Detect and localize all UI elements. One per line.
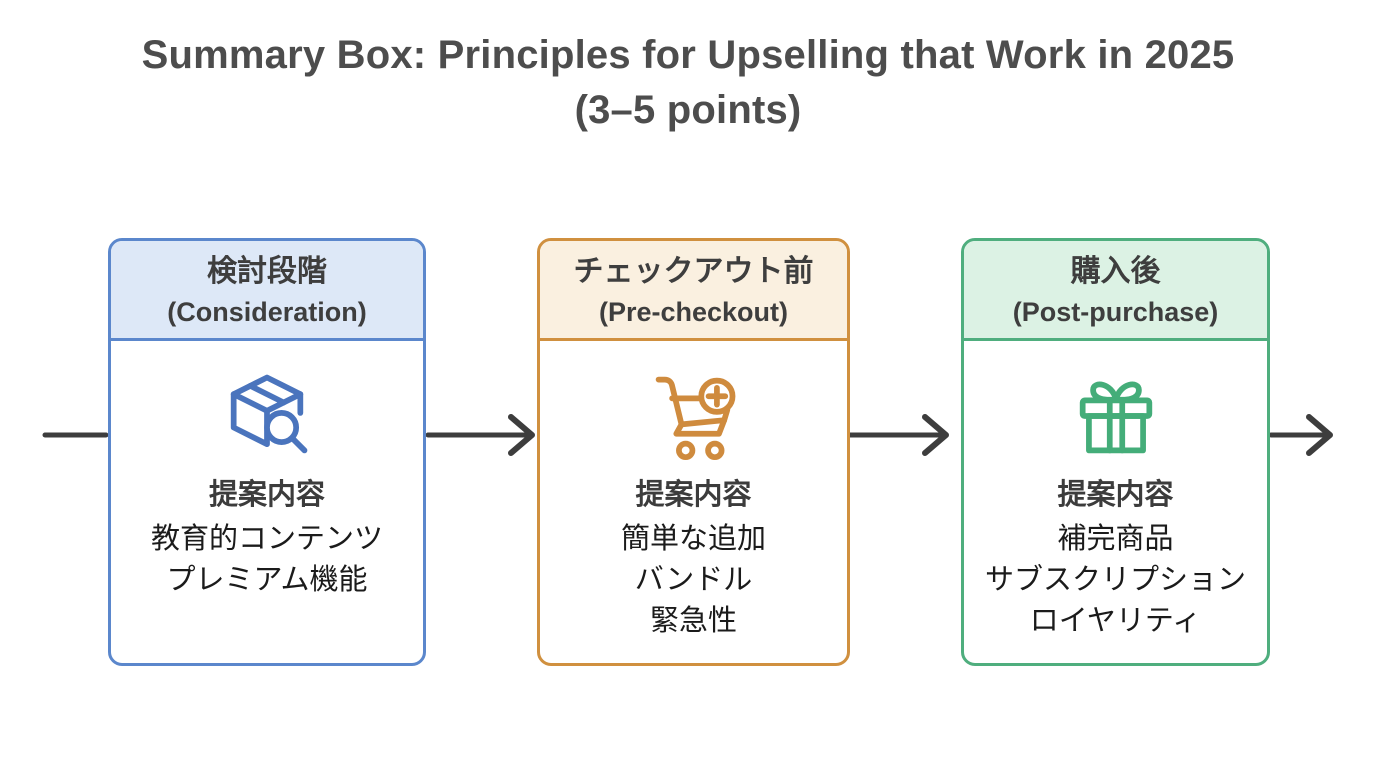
stage-title-en: (Consideration): [167, 296, 367, 327]
stage-title-jp: チェックアウト前: [573, 254, 814, 288]
stage-label: 提案内容: [1057, 479, 1174, 511]
stage-title-en: (Post-purchase): [1012, 296, 1219, 327]
stage-body-postpurchase: 提案内容 補完商品 サブスクリプション ロイヤリティ: [964, 341, 1267, 642]
cart-plus-icon: [655, 376, 735, 461]
stage-header-consideration: 検討段階 (Consideration): [111, 241, 423, 341]
stage-item: プレミアム機能: [166, 564, 368, 596]
stage-label: 提案内容: [208, 479, 325, 511]
stage-item: 補完商品: [1057, 523, 1174, 555]
stage-card-postpurchase: 購入後 (Post-purchase) 提案内容 補完商品 サブスクリプション …: [961, 238, 1270, 666]
stage-body-precheckout: 提案内容 簡単な追加 バンドル 緊急性: [540, 341, 847, 642]
stage-item: 緊急性: [649, 605, 737, 637]
arrow-out-of-postpurchase: [1268, 414, 1333, 456]
page-title-line2: (3–5 points): [574, 88, 802, 132]
stage-body-consideration: 提案内容 教育的コンテンツ プレミアム機能: [111, 341, 423, 601]
stage-label: 提案内容: [635, 479, 752, 511]
arrow-precheckout-to-postpurchase: [845, 414, 949, 456]
stage-card-consideration: 検討段階 (Consideration) 提案内容 教育的コンテンツ プレミアム…: [108, 238, 426, 666]
stage-item: バンドル: [634, 564, 753, 596]
page-title: Summary Box: Principles for Upselling th…: [0, 28, 1376, 138]
stage-title-jp: 購入後: [1070, 254, 1161, 288]
package-search-icon: [230, 374, 308, 454]
stage-items: 教育的コンテンツ プレミアム機能: [151, 519, 383, 601]
gift-icon: [1079, 381, 1152, 454]
stage-item: ロイヤリティ: [1029, 605, 1202, 637]
stage-title-en: (Pre-checkout): [598, 296, 789, 327]
stage-item: 簡単な追加: [620, 523, 766, 555]
stage-items: 補完商品 サブスクリプション ロイヤリティ: [985, 519, 1246, 642]
stage-item: サブスクリプション: [984, 564, 1246, 596]
stage-header-postpurchase: 購入後 (Post-purchase): [964, 241, 1267, 341]
stage-card-precheckout: チェックアウト前 (Pre-checkout) 提案内容 簡単な追加 バンドル …: [537, 238, 850, 666]
stage-title-jp: 検討段階: [207, 254, 327, 288]
stage-item: 教育的コンテンツ: [150, 523, 383, 555]
stage-items: 簡単な追加 バンドル 緊急性: [621, 519, 766, 642]
stage-header-precheckout: チェックアウト前 (Pre-checkout): [540, 241, 847, 341]
page-title-line1: Summary Box: Principles for Upselling th…: [141, 33, 1235, 77]
arrow-consideration-to-precheckout: [425, 414, 535, 456]
